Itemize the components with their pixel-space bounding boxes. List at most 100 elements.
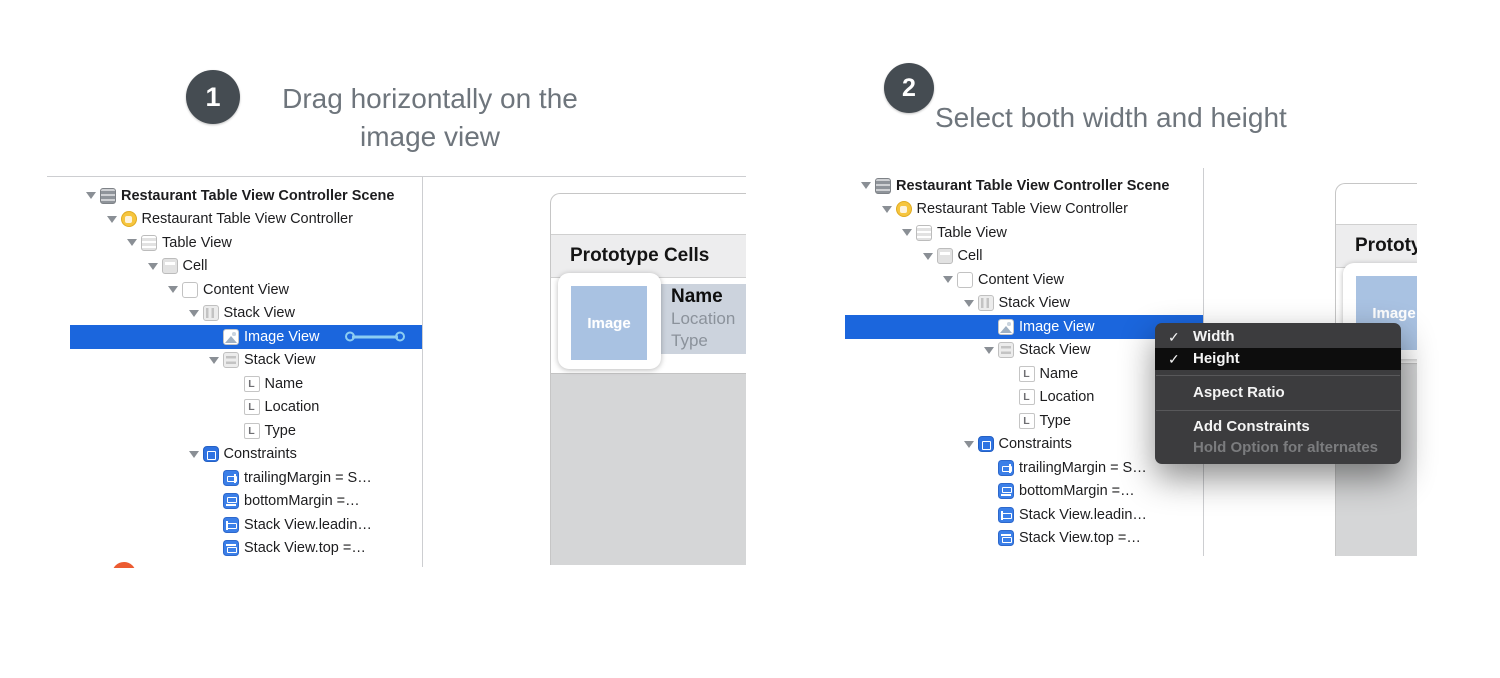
outline-row-constraints[interactable]: Constraints: [70, 443, 422, 467]
stackv-icon: [223, 352, 239, 369]
disclosure-triangle[interactable]: [960, 294, 978, 312]
step-1-number: 1: [205, 81, 221, 112]
outline-row-restaurant-table-view-controller-scene[interactable]: Restaurant Table View Controller Scene: [845, 174, 1203, 198]
outline-row-label: Restaurant Table View Controller Scene: [896, 177, 1170, 194]
menu-item-height[interactable]: ✓Height: [1155, 348, 1401, 370]
imageview-icon: [998, 318, 1014, 335]
constraint-icon: [998, 530, 1014, 547]
outline-row-stack-view[interactable]: Stack View: [70, 302, 422, 326]
imageview-icon: [223, 328, 239, 345]
constraints-icon: [202, 446, 219, 463]
cell-location-label[interactable]: Location: [671, 309, 736, 328]
outline-row-stack-view-leadin[interactable]: Stack View.leadin…: [70, 513, 422, 537]
label-icon: L: [243, 422, 260, 439]
outline-row-label: Table View: [937, 224, 1007, 241]
outline-row-label: Image View: [244, 328, 320, 345]
outline-row-label: Location: [264, 399, 320, 416]
outline-row-image-view[interactable]: Image View: [845, 315, 1203, 339]
disclosure-triangle[interactable]: [205, 351, 223, 369]
prototype-cells-header: Prototype Cells: [551, 234, 746, 278]
outline-row-label: Stack View: [244, 352, 316, 369]
stackv-icon: [998, 342, 1014, 359]
outline-row-label: Name: [1039, 365, 1079, 382]
outline-row-restaurant-table-view-controller[interactable]: Restaurant Table View Controller: [845, 198, 1203, 222]
outline-row-restaurant-table-view-controller[interactable]: Restaurant Table View Controller: [70, 208, 422, 232]
constraint-icon: [223, 516, 239, 533]
outline-row-stack-view[interactable]: Stack View: [845, 292, 1203, 316]
checkmark-icon: ✓: [1168, 329, 1180, 345]
outline-row-label: trailingMargin = S…: [244, 469, 372, 486]
drag-connection-indicator[interactable]: [345, 331, 405, 343]
outline-row-content-view[interactable]: Content View: [70, 278, 422, 302]
next-step-badge-circle: [112, 562, 136, 568]
outline-row-label: trailingMargin = S…: [1019, 459, 1147, 476]
step-2-heading: Select both width and height: [935, 102, 1287, 133]
outline-row-stack-view[interactable]: Stack View: [70, 349, 422, 373]
label-icon: L: [1018, 365, 1035, 382]
outline-row-cell[interactable]: Cell: [70, 255, 422, 279]
step-1-heading: Drag horizontally on the image view: [245, 80, 615, 156]
outline-row-label: Cell: [957, 248, 983, 265]
outline-row-image-view[interactable]: Image View: [70, 325, 422, 349]
disclosure-triangle[interactable]: [919, 247, 937, 265]
outline-row-cell[interactable]: Cell: [845, 245, 1203, 269]
outline-row-bottommargin[interactable]: bottomMargin =…: [70, 490, 422, 514]
disclosure-triangle[interactable]: [144, 257, 162, 275]
disclosure-spacer: [226, 398, 244, 416]
menu-item-aspect-ratio[interactable]: Aspect Ratio: [1155, 381, 1401, 405]
disclosure-spacer: [980, 529, 998, 547]
outline-row-restaurant-table-view-controller-scene[interactable]: Restaurant Table View Controller Scene: [70, 184, 422, 208]
disclosure-triangle[interactable]: [185, 304, 203, 322]
stackh-icon: [977, 295, 994, 312]
disclosure-triangle[interactable]: [960, 435, 978, 453]
outline-row-label: Content View: [978, 271, 1064, 288]
outline-row-stack-view-leadin[interactable]: Stack View.leadin…: [845, 503, 1203, 527]
image-view-placeholder[interactable]: Image: [571, 286, 647, 360]
disclosure-spacer: [1001, 365, 1019, 383]
outline-row-bottommargin[interactable]: bottomMargin =…: [845, 480, 1203, 504]
step-1-heading-line-2: image view: [359, 121, 501, 152]
disclosure-spacer: [226, 375, 244, 393]
cell-type-label[interactable]: Type: [671, 330, 708, 350]
disclosure-triangle[interactable]: [939, 271, 957, 289]
outline-row-table-view[interactable]: Table View: [70, 231, 422, 255]
outline-row-stack-view[interactable]: Stack View: [845, 339, 1203, 363]
view-controller-card: Prototype Cells Image Name Location Type: [1335, 183, 1417, 556]
outline-row-label: Type: [1039, 412, 1071, 429]
menu-item-width[interactable]: ✓Width: [1155, 326, 1401, 348]
outline-row-constraints[interactable]: Constraints: [845, 433, 1203, 457]
outline-row-table-view[interactable]: Table View: [845, 221, 1203, 245]
outline-row-trailingmargin-s[interactable]: trailingMargin = S…: [845, 456, 1203, 480]
outline-row-label: Location: [1039, 389, 1095, 406]
disclosure-triangle[interactable]: [123, 234, 141, 252]
disclosure-triangle[interactable]: [857, 177, 875, 195]
cell-labels-stack: Name Location Type: [661, 284, 746, 354]
cell-icon: [936, 248, 953, 265]
outline-row-stack-view-top[interactable]: Stack View.top =…: [845, 527, 1203, 551]
disclosure-triangle[interactable]: [898, 224, 916, 242]
disclosure-triangle[interactable]: [185, 445, 203, 463]
outline-row-trailingmargin-s[interactable]: trailingMargin = S…: [70, 466, 422, 490]
constraint-icon: [998, 506, 1014, 523]
disclosure-triangle[interactable]: [82, 187, 100, 205]
disclosure-triangle[interactable]: [878, 200, 896, 218]
menu-item-add-constraints[interactable]: Add Constraints: [1155, 416, 1401, 438]
disclosure-triangle[interactable]: [164, 281, 182, 299]
disclosure-triangle[interactable]: [980, 341, 998, 359]
outline-row-label: Stack View: [223, 305, 295, 322]
outline-row-content-view[interactable]: Content View: [845, 268, 1203, 292]
cell-name-label[interactable]: Name: [671, 286, 723, 307]
outline-row-stack-view-top[interactable]: Stack View.top =…: [70, 537, 422, 561]
disclosure-triangle[interactable]: [103, 210, 121, 228]
outline-row-label: Cell: [182, 258, 208, 275]
stackh-icon: [202, 305, 219, 322]
storyboard-canvas-right: Prototype Cells Image Name Location Type: [1335, 183, 1417, 556]
